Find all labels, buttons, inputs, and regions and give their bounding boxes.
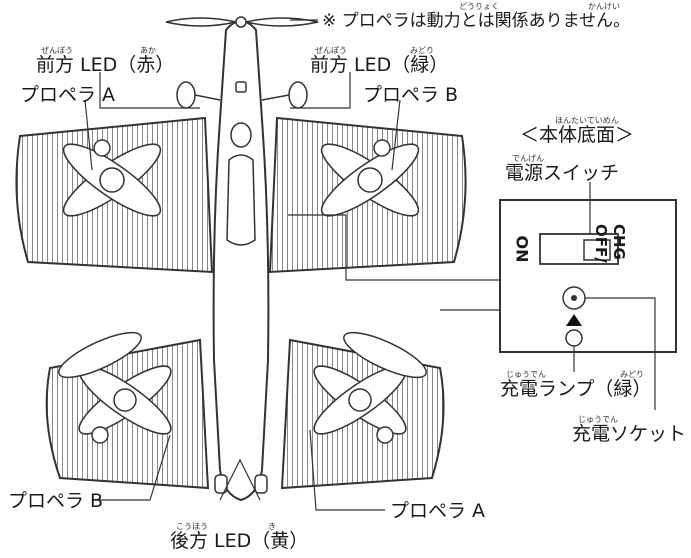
ruby-dengen: でんげん [512, 154, 544, 163]
label-charge-socket: 充電ソケット [572, 423, 687, 445]
label-front-led-red: 前方 LED（赤） [36, 54, 175, 76]
ruby-kouhou: こうほう [176, 522, 208, 531]
ruby-aka: あか [140, 46, 156, 55]
propeller-b-bottom [78, 365, 172, 444]
ruby-midori-lamp: みどり [620, 370, 644, 379]
note-propeller-not-powered: ※ プロペラは動力とは関係ありません。 [322, 11, 631, 31]
ruby-kankei: かんけい [588, 2, 620, 11]
label-rear-led-yellow: 後方 LED（黄） [170, 530, 309, 552]
label-propeller-a-top: プロペラ A [20, 84, 116, 106]
ruby-midori-front: みどり [410, 46, 434, 55]
propeller-a-bottom [313, 365, 407, 444]
ruby-hontai: ほんたいていめん [555, 116, 619, 125]
ruby-douryoku: どうりょく [459, 2, 499, 11]
rear-legs [214, 474, 268, 494]
ruby-zenpou-left: ぜんぽう [41, 46, 73, 55]
propeller-b-top [320, 139, 420, 217]
label-power-switch: 電源スイッチ [505, 162, 620, 184]
ruby-zenpou-right: ぜんぽう [315, 46, 347, 55]
label-propeller-a-bottom: プロペラ A [390, 500, 486, 522]
switch-on-label: ON [512, 235, 532, 263]
nose-propeller [165, 16, 319, 28]
ruby-juuden-lamp: じゅうでん [506, 370, 546, 379]
switch-chg-label: CHG [610, 224, 628, 260]
label-front-led-green: 前方 LED（緑） [310, 54, 449, 76]
label-propeller-b-top: プロペラ B [363, 84, 459, 106]
bottom-view-title: ＜本体底面＞ [520, 124, 635, 146]
leader-lines [84, 19, 500, 511]
ruby-juuden-socket: じゅうでん [578, 415, 618, 424]
fuselage [212, 20, 270, 502]
propeller-a-top [62, 139, 162, 217]
ruby-ki: き [268, 522, 276, 531]
tail-fins [58, 331, 427, 379]
label-propeller-b-bottom: プロペラ B [8, 490, 104, 512]
label-charge-lamp: 充電ランプ（緑） [500, 378, 652, 400]
